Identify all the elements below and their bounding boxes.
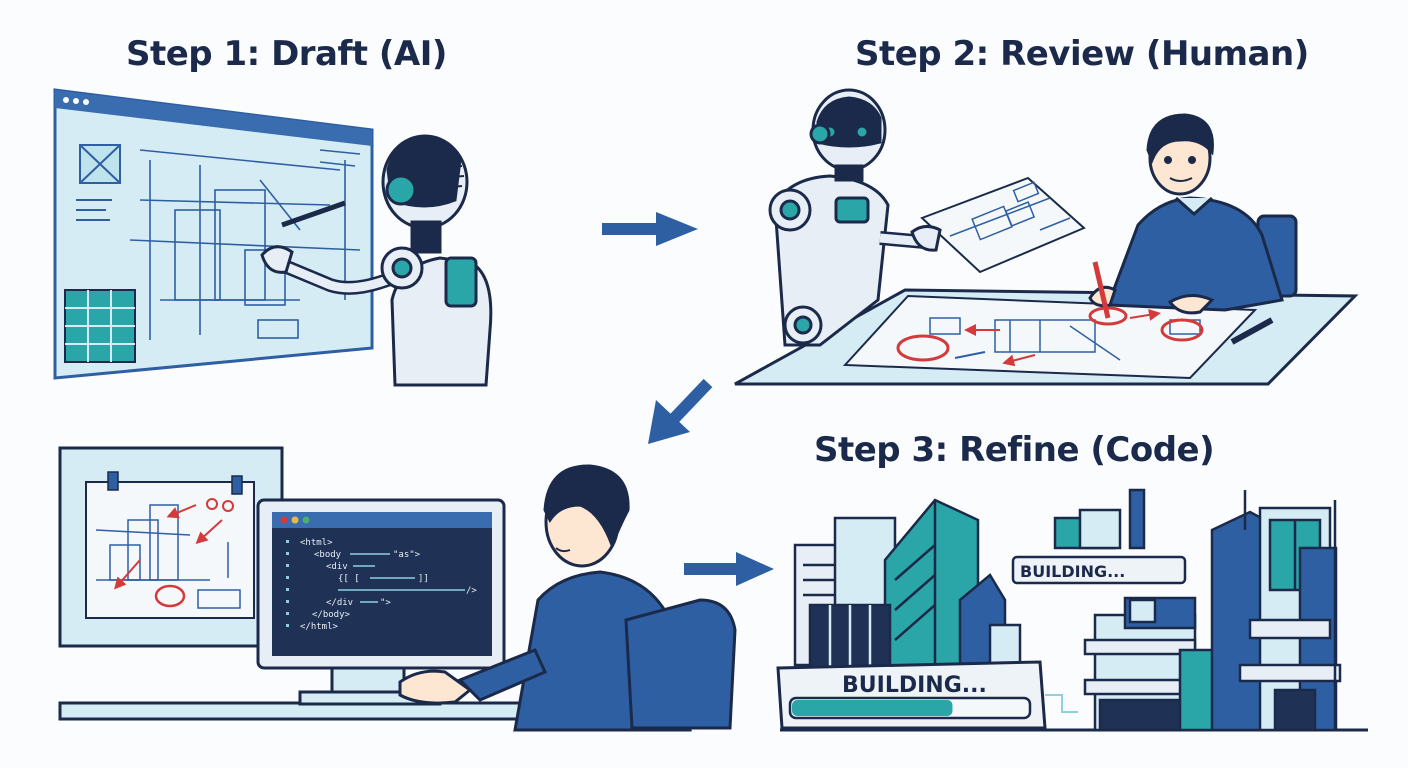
blueprint-sheet	[842, 294, 1258, 380]
code-line: <html>	[300, 538, 333, 548]
code-line: <div	[326, 562, 348, 572]
building-icon	[793, 498, 1022, 670]
robot-icon-step2	[768, 88, 926, 347]
blueprint-screen	[53, 88, 374, 380]
code-line: </div	[326, 598, 353, 608]
step3-scene: BUILDING...	[776, 488, 1368, 732]
arrow-right-icon-bottom	[684, 552, 774, 586]
developer-scene: <html> <body "as"> <div {[ [ ]] /> </div…	[58, 446, 737, 732]
robot-icon	[260, 134, 493, 387]
code-monitor: <html> <body "as"> <div {[ [ ]] /> </div…	[256, 498, 506, 706]
step3-title: Step 3: Refine (Code)	[814, 430, 1215, 470]
code-line: />	[466, 586, 477, 596]
build-progress-large: BUILDING...	[776, 660, 1047, 730]
human-reviewer-icon	[1088, 113, 1284, 319]
building-icon-right	[1053, 488, 1342, 732]
step1-title: Step 1: Draft (AI)	[126, 34, 447, 74]
step1-scene	[53, 88, 493, 387]
step2-scene	[734, 88, 1359, 386]
build-progress-small-label: BUILDING...	[1020, 562, 1125, 581]
code-line: ">	[380, 598, 391, 608]
code-line: </body>	[312, 610, 351, 620]
arrow-right-icon	[602, 212, 698, 246]
arrow-down-left-icon	[648, 378, 713, 444]
step2-title: Step 2: Review (Human)	[855, 34, 1309, 74]
code-line: {[ [	[338, 574, 360, 584]
grid-widget	[64, 289, 136, 363]
blueprint-board	[85, 471, 255, 619]
code-lines: <html> <body "as"> <div {[ [ ]] /> </div…	[286, 538, 477, 632]
build-progress-label: BUILDING...	[842, 673, 987, 698]
code-line: ]]	[418, 574, 429, 584]
code-line: </html>	[300, 622, 339, 632]
build-progress-small: BUILDING...	[1011, 555, 1187, 585]
blueprint-paper-held	[910, 176, 1086, 274]
code-line: <body	[314, 550, 342, 560]
code-line: "as">	[393, 550, 421, 560]
progress-fill	[792, 700, 953, 716]
